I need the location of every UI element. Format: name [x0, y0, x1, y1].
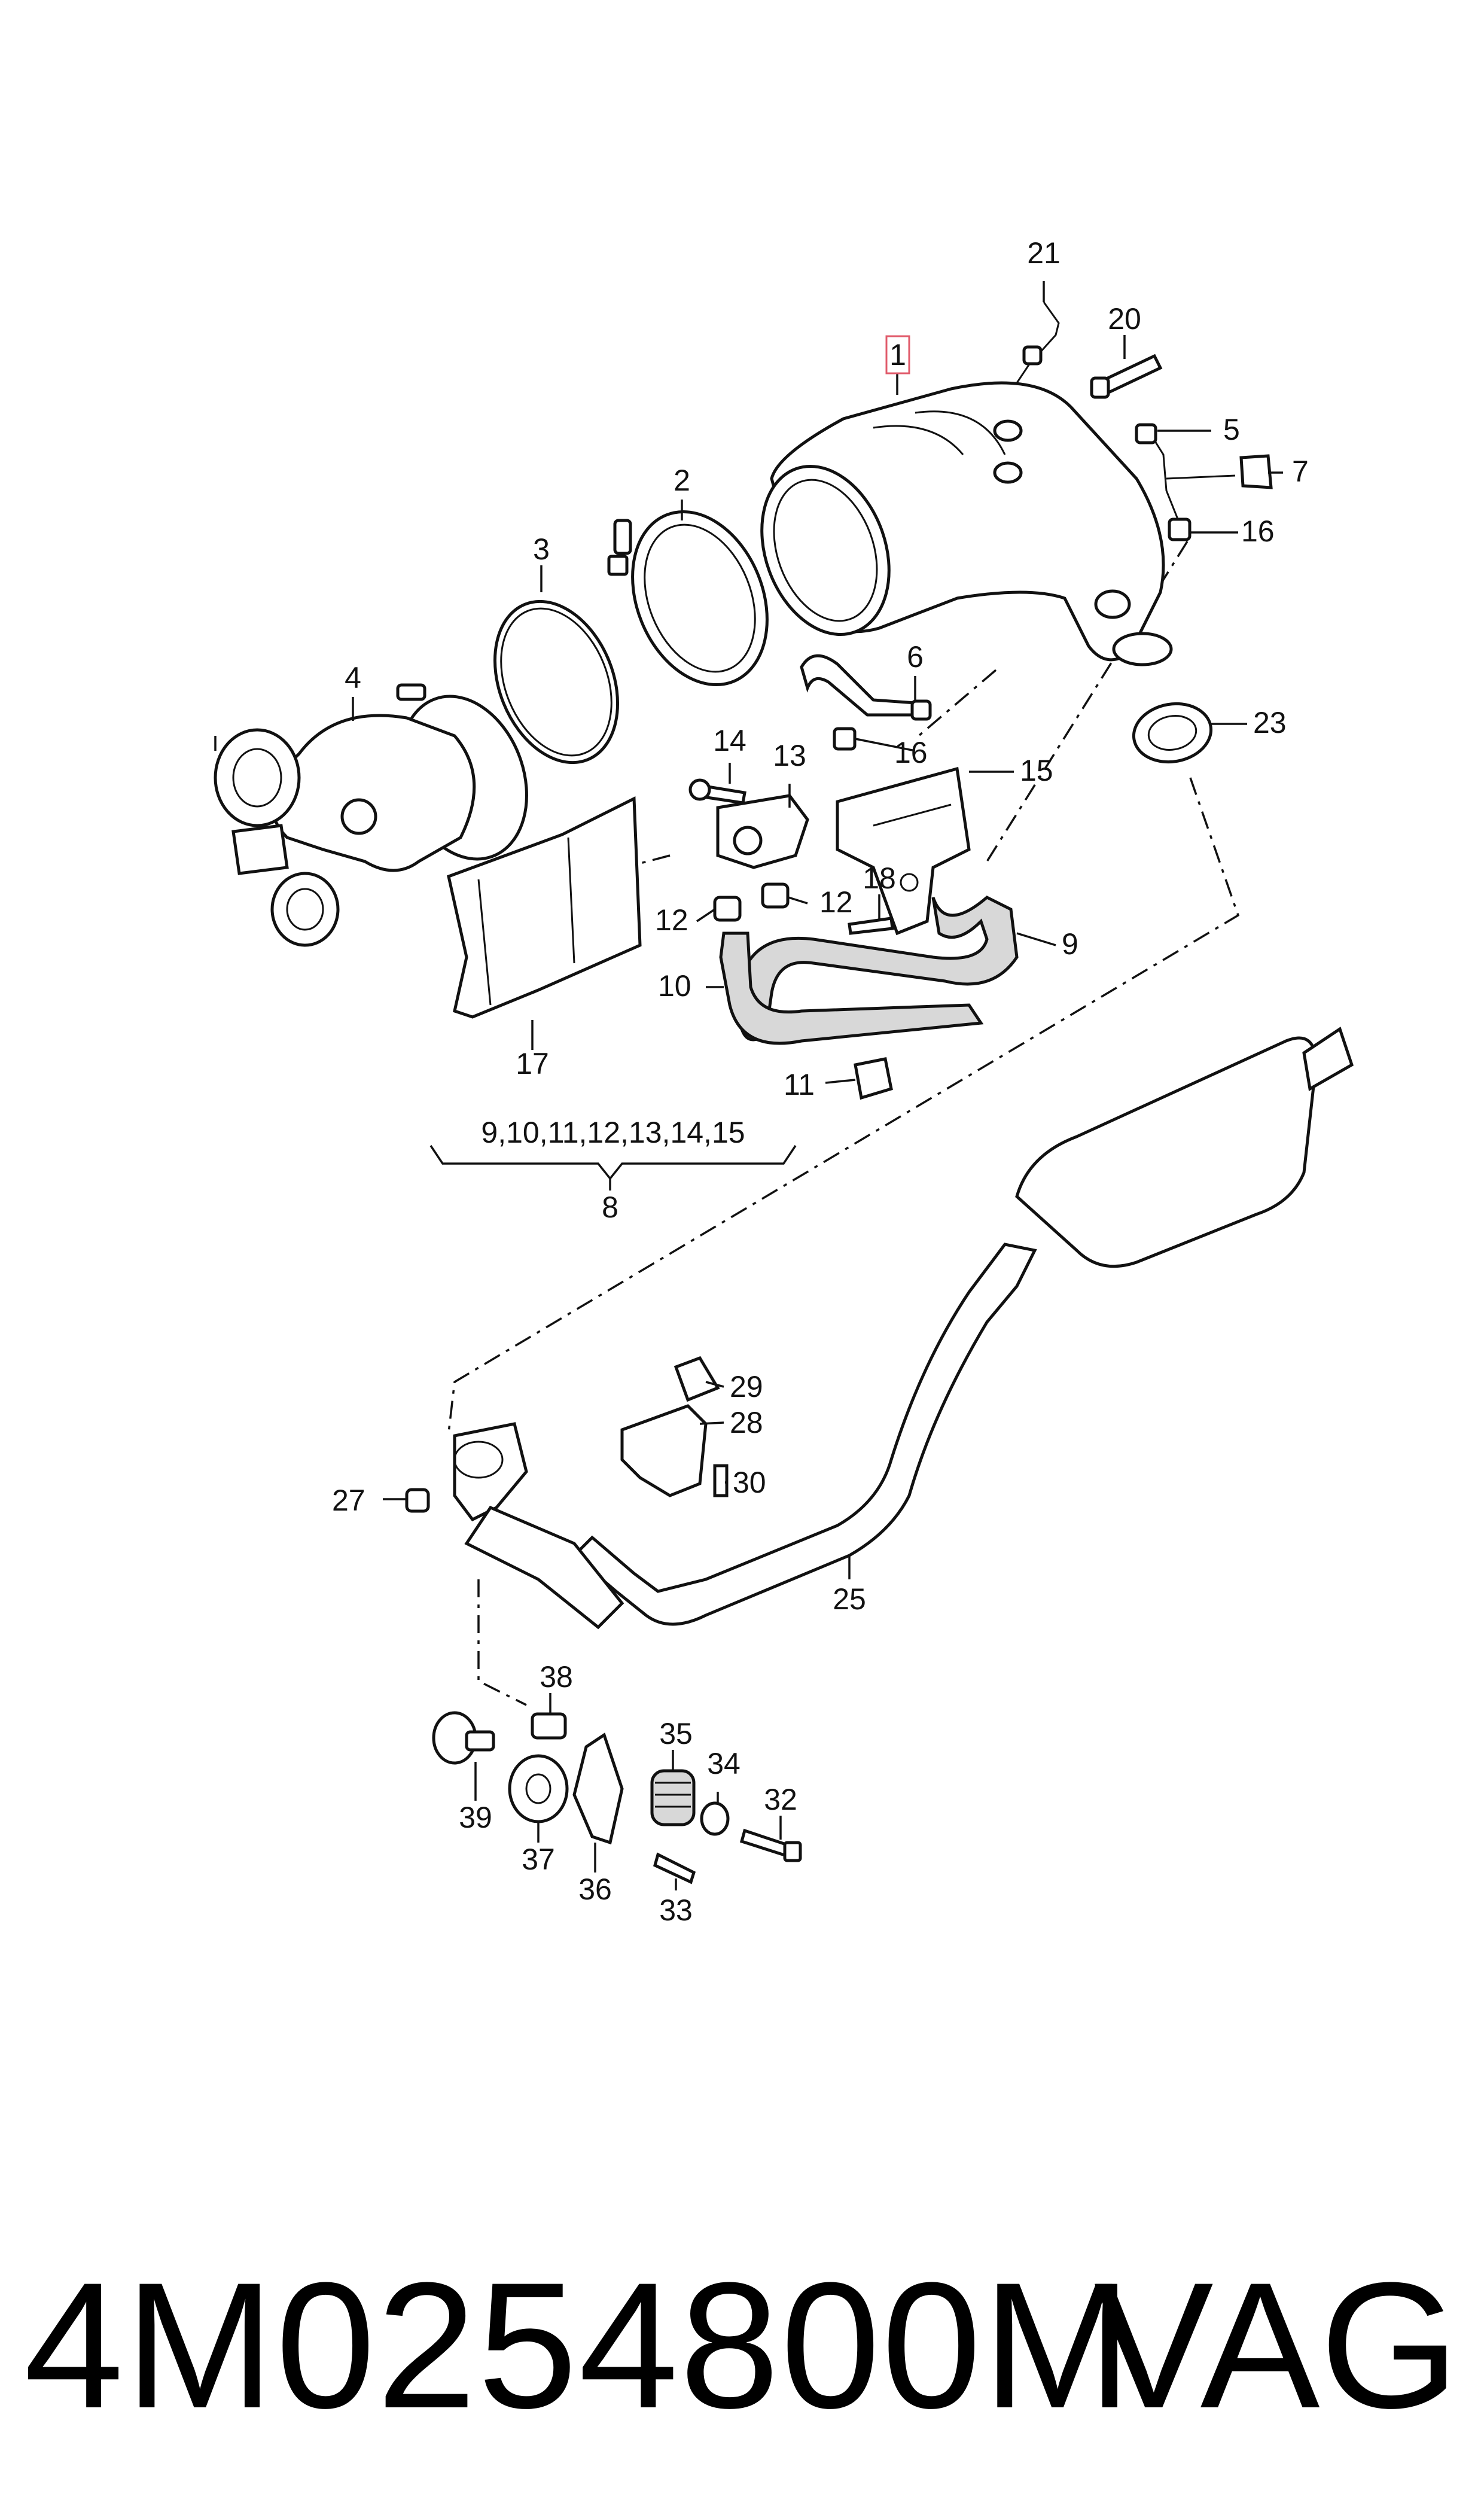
callout-37: 37	[522, 1843, 555, 1876]
callout-6: 6	[907, 640, 924, 674]
clip-16-lower[interactable]	[833, 727, 857, 751]
heat-shield[interactable]	[447, 796, 642, 1019]
sensor-pipe-21[interactable]	[1016, 302, 1060, 383]
washer-34[interactable]	[700, 1801, 730, 1836]
leader-lines	[352, 281, 1283, 1890]
hose-clip-11[interactable]	[854, 1057, 893, 1100]
bolt-32[interactable]	[739, 1828, 802, 1862]
callout-27: 27	[332, 1484, 365, 1517]
bracket-15[interactable]	[836, 766, 971, 936]
callout-12-right: 12	[819, 885, 853, 919]
catalytic-converter[interactable]	[739, 381, 1173, 666]
part-number: 4M0254800M	[24, 2245, 1133, 2446]
callout-12-left: 12	[655, 903, 688, 937]
callout-23: 23	[1253, 706, 1287, 739]
bushing-37[interactable]	[508, 1754, 569, 1823]
valve-13[interactable]	[716, 794, 809, 869]
selected-part-highlight	[885, 335, 910, 374]
callout-34: 34	[707, 1747, 741, 1780]
brand: VAG	[1093, 2245, 1459, 2446]
hose-clip-12-right[interactable]	[761, 882, 790, 909]
bracket-36[interactable]	[572, 1733, 624, 1845]
hose-clip-12-left[interactable]	[713, 896, 742, 922]
exhaust-pipe-silencer[interactable]	[453, 1027, 1354, 1630]
bolt-14[interactable]	[688, 778, 746, 805]
callout-1: 1	[889, 338, 906, 372]
spring-35[interactable]	[650, 1769, 696, 1826]
callout-3: 3	[533, 532, 550, 566]
callout-16-upper: 16	[1241, 514, 1275, 548]
callout-8: 8	[602, 1191, 618, 1224]
lambda-sensor-20[interactable]	[1090, 354, 1163, 399]
group-label-kit: 9,10,11,12,13,14,15	[481, 1116, 745, 1149]
callout-28: 28	[730, 1406, 763, 1439]
callout-4: 4	[345, 661, 361, 695]
clip-16-upper[interactable]	[1168, 517, 1192, 541]
callout-10: 10	[658, 969, 691, 1003]
footer: 4M0254800M VAG	[24, 2237, 1459, 2453]
clip-7[interactable]	[1239, 454, 1273, 489]
nut-27[interactable]	[405, 1488, 430, 1513]
callout-20: 20	[1108, 302, 1141, 336]
callout-35: 35	[659, 1717, 693, 1750]
callout-labels: 1 2 3 4 5 6 7 8 9 10 11 12 12 13 14 15 1…	[332, 236, 1309, 1927]
callout-33: 33	[659, 1893, 693, 1927]
callout-29: 29	[730, 1370, 763, 1403]
callout-16-lower: 16	[894, 736, 928, 769]
callout-21: 21	[1027, 236, 1061, 270]
callout-5: 5	[1223, 413, 1240, 446]
callout-13: 13	[773, 739, 806, 772]
callout-30: 30	[733, 1466, 766, 1499]
hose-10[interactable]	[719, 931, 984, 1045]
mount-29[interactable]	[674, 1356, 720, 1402]
callout-11: 11	[784, 1068, 815, 1101]
clamp-ring[interactable]	[607, 492, 791, 705]
callout-7: 7	[1292, 455, 1309, 488]
sensor-pipe-6[interactable]	[800, 654, 932, 721]
pressure-pipe-5[interactable]	[1135, 423, 1236, 521]
callout-9: 9	[1062, 927, 1078, 961]
seal-ring[interactable]	[472, 583, 640, 781]
callout-2: 2	[674, 464, 690, 497]
turbocharger[interactable]	[214, 678, 548, 947]
callout-38: 38	[540, 1660, 573, 1694]
mount-28[interactable]	[620, 1404, 708, 1497]
callout-15: 15	[1020, 754, 1053, 787]
callout-18: 18	[863, 861, 896, 895]
bolt-33[interactable]	[653, 1852, 696, 1884]
callout-25: 25	[833, 1582, 866, 1616]
callout-36: 36	[578, 1872, 612, 1906]
callout-32: 32	[764, 1783, 797, 1816]
bolt-18[interactable]	[848, 917, 894, 935]
bolt-38[interactable]	[531, 1712, 567, 1740]
bolt-30[interactable]	[713, 1464, 729, 1497]
callout-39: 39	[459, 1801, 492, 1834]
callout-17: 17	[516, 1047, 549, 1080]
spacer-39[interactable]	[432, 1711, 495, 1765]
callout-14: 14	[713, 724, 746, 757]
gasket-23[interactable]	[1129, 698, 1216, 768]
